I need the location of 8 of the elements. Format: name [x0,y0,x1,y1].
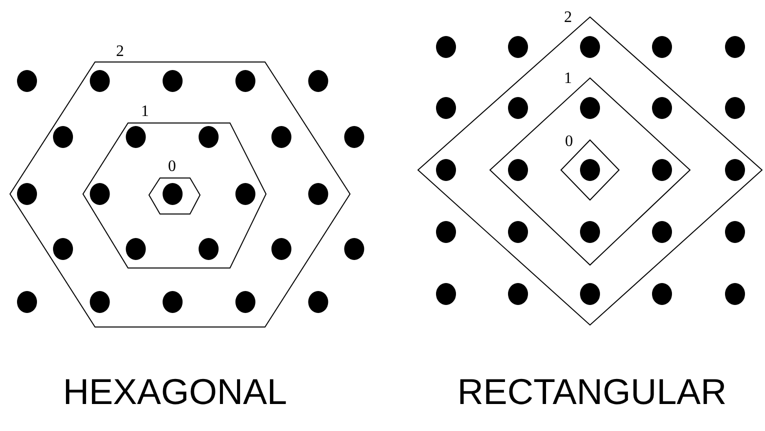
ring-number: 1 [564,71,572,87]
ring-number: 0 [565,134,573,150]
ring-number: 2 [116,44,124,60]
ring-number: 2 [564,10,572,26]
lattice-caption: RECTANGULAR [457,372,727,412]
ring-number: 0 [168,159,176,175]
lattice-caption: HEXAGONAL [62,372,288,412]
ring-number: 1 [141,104,149,120]
